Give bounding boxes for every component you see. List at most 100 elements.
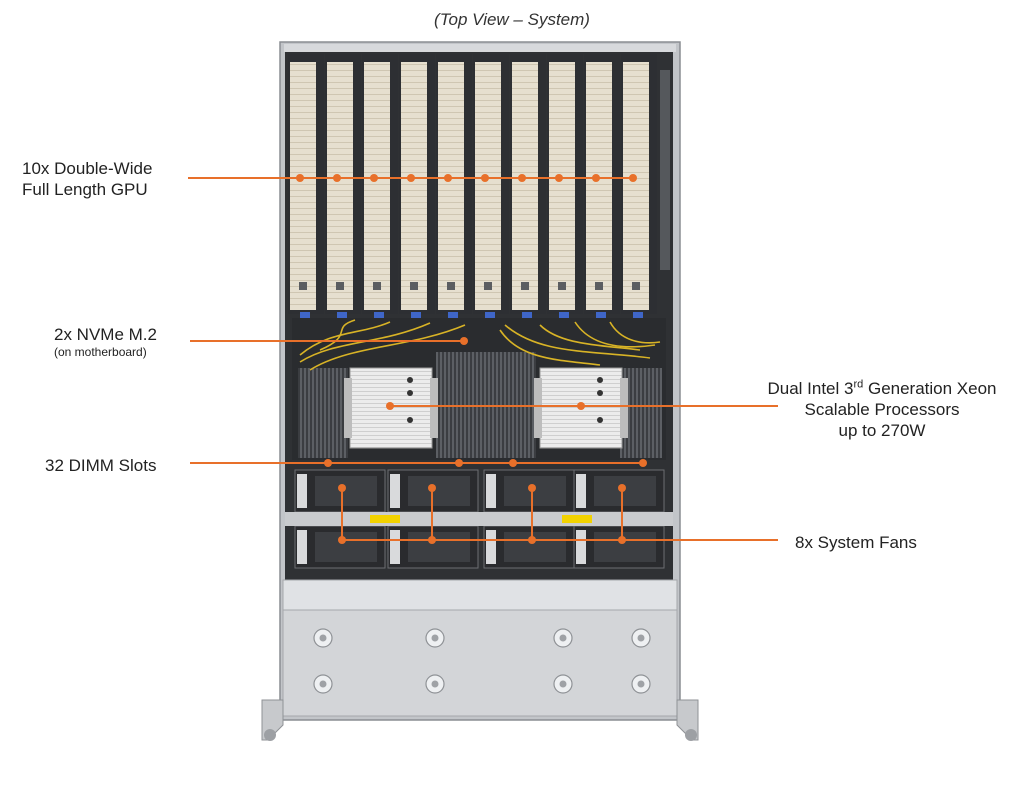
rack-wheel-right: [685, 729, 697, 741]
callout-dot-gpu: [555, 174, 563, 182]
gpu-logo: [299, 282, 307, 290]
gpu-card: [547, 54, 583, 320]
fan-grille: [504, 532, 566, 562]
callout-dot-cpu: [386, 402, 394, 410]
system-fan: [387, 469, 479, 513]
drive-tray-knob: [553, 628, 573, 648]
fan-divider-bar: [285, 512, 673, 526]
gpu-logo: [336, 282, 344, 290]
gpu-logo: [595, 282, 603, 290]
system-fan: [573, 525, 665, 569]
callout-dot-fan: [428, 536, 436, 544]
fan-handle: [576, 530, 586, 564]
system-fan: [483, 525, 575, 569]
fan-grille: [408, 476, 470, 506]
fan-handle: [576, 474, 586, 508]
fan-handle: [297, 530, 307, 564]
callout-dot-gpu: [481, 174, 489, 182]
callout-dimm-main: 32 DIMM Slots: [45, 456, 157, 475]
gpu-card: [510, 54, 546, 320]
gpu-power-connector: [374, 312, 384, 320]
gpu-logo: [632, 282, 640, 290]
gpu-power-cables: [299, 319, 661, 371]
callout-dot-gpu: [518, 174, 526, 182]
callout-dot-gpu: [370, 174, 378, 182]
gpu-card: [473, 54, 509, 320]
gpu-logo: [558, 282, 566, 290]
gpu-card: [584, 54, 620, 320]
callout-cpu-line2: Scalable Processors: [804, 399, 960, 419]
drive-tray-knob: [313, 674, 333, 694]
drive-tray-knob: [631, 674, 651, 694]
gpu-card: [362, 54, 398, 320]
rack-wheel-left: [264, 729, 276, 741]
callout-dot-gpu: [407, 174, 415, 182]
diagram-title: (Top View – System): [434, 10, 590, 29]
front-drive-cage: [282, 579, 678, 717]
callout-dot-dimm: [639, 459, 647, 467]
drive-tray-knob: [425, 628, 445, 648]
system-fan: [387, 525, 479, 569]
gpu-power-connector: [559, 312, 569, 320]
gpu-heatsink: [438, 62, 464, 310]
callout-dot-cpu: [577, 402, 585, 410]
callout-dot-nvme: [460, 337, 468, 345]
gpu-array: [288, 54, 670, 320]
callout-cpu: Dual Intel 3rd Generation Xeon Scalable …: [744, 374, 1020, 441]
knob-center: [431, 634, 439, 642]
gpu-heatsink: [512, 62, 538, 310]
fan-handle: [486, 530, 496, 564]
callout-cpu-line1: Dual Intel 3rd Generation Xeon: [767, 378, 997, 398]
gpu-heatsink: [327, 62, 353, 310]
front-upper-panel: [282, 579, 678, 611]
callout-nvme: 2x NVMe M.2 (on motherboard): [54, 324, 157, 360]
callout-dot-fan: [618, 484, 626, 492]
fan-grille: [594, 476, 656, 506]
callout-dimm: 32 DIMM Slots: [45, 455, 156, 476]
callout-dot-gpu: [592, 174, 600, 182]
callout-cpu-post: Generation Xeon: [863, 378, 997, 398]
callout-gpu: 10x Double-Wide Full Length GPU: [22, 158, 152, 200]
fan-grille: [408, 532, 470, 562]
gpu-heatsink: [290, 62, 316, 310]
gpu-power-connector: [411, 312, 421, 320]
fan-grille: [315, 476, 377, 506]
callout-fans: 8x System Fans: [795, 532, 917, 553]
gpu-power-connector: [485, 312, 495, 320]
gpu-logo: [521, 282, 529, 290]
fan-grille: [504, 476, 566, 506]
knob-center: [319, 634, 327, 642]
callout-nvme-main: 2x NVMe M.2: [54, 325, 157, 344]
gpu-heatsink: [549, 62, 575, 310]
drive-tray-knob: [631, 628, 651, 648]
knob-center: [637, 680, 645, 688]
callout-gpu-line1: 10x Double-Wide: [22, 159, 153, 178]
callout-dot-dimm: [324, 459, 332, 467]
callout-cpu-line3: up to 270W: [838, 420, 926, 440]
fan-warning-label-left: [370, 515, 400, 523]
callout-fans-main: 8x System Fans: [795, 533, 917, 552]
gpu-power-connector: [300, 312, 310, 320]
knob-center: [559, 680, 567, 688]
gpu-card: [436, 54, 472, 320]
gpu-heatsink: [623, 62, 649, 310]
fan-warning-label-right: [562, 515, 592, 523]
callout-dot-dimm: [509, 459, 517, 467]
callout-dot-gpu: [296, 174, 304, 182]
gpu-card: [288, 54, 324, 320]
gpu-heatsink: [401, 62, 427, 310]
knob-center: [559, 634, 567, 642]
callout-dot-dimm: [455, 459, 463, 467]
callout-cpu-pre: Dual Intel 3: [767, 378, 854, 398]
fan-array: [294, 469, 665, 569]
pcie-bracket-area: [660, 70, 670, 270]
callout-nvme-sub: (on motherboard): [54, 345, 147, 359]
callout-dot-gpu: [629, 174, 637, 182]
drive-tray-knob: [553, 674, 573, 694]
system-fan: [483, 469, 575, 513]
front-lower-panel: [282, 609, 678, 717]
gpu-logo: [447, 282, 455, 290]
callout-cpu-sup: rd: [853, 378, 864, 390]
drive-tray-knob: [425, 674, 445, 694]
callout-dot-fan: [528, 484, 536, 492]
